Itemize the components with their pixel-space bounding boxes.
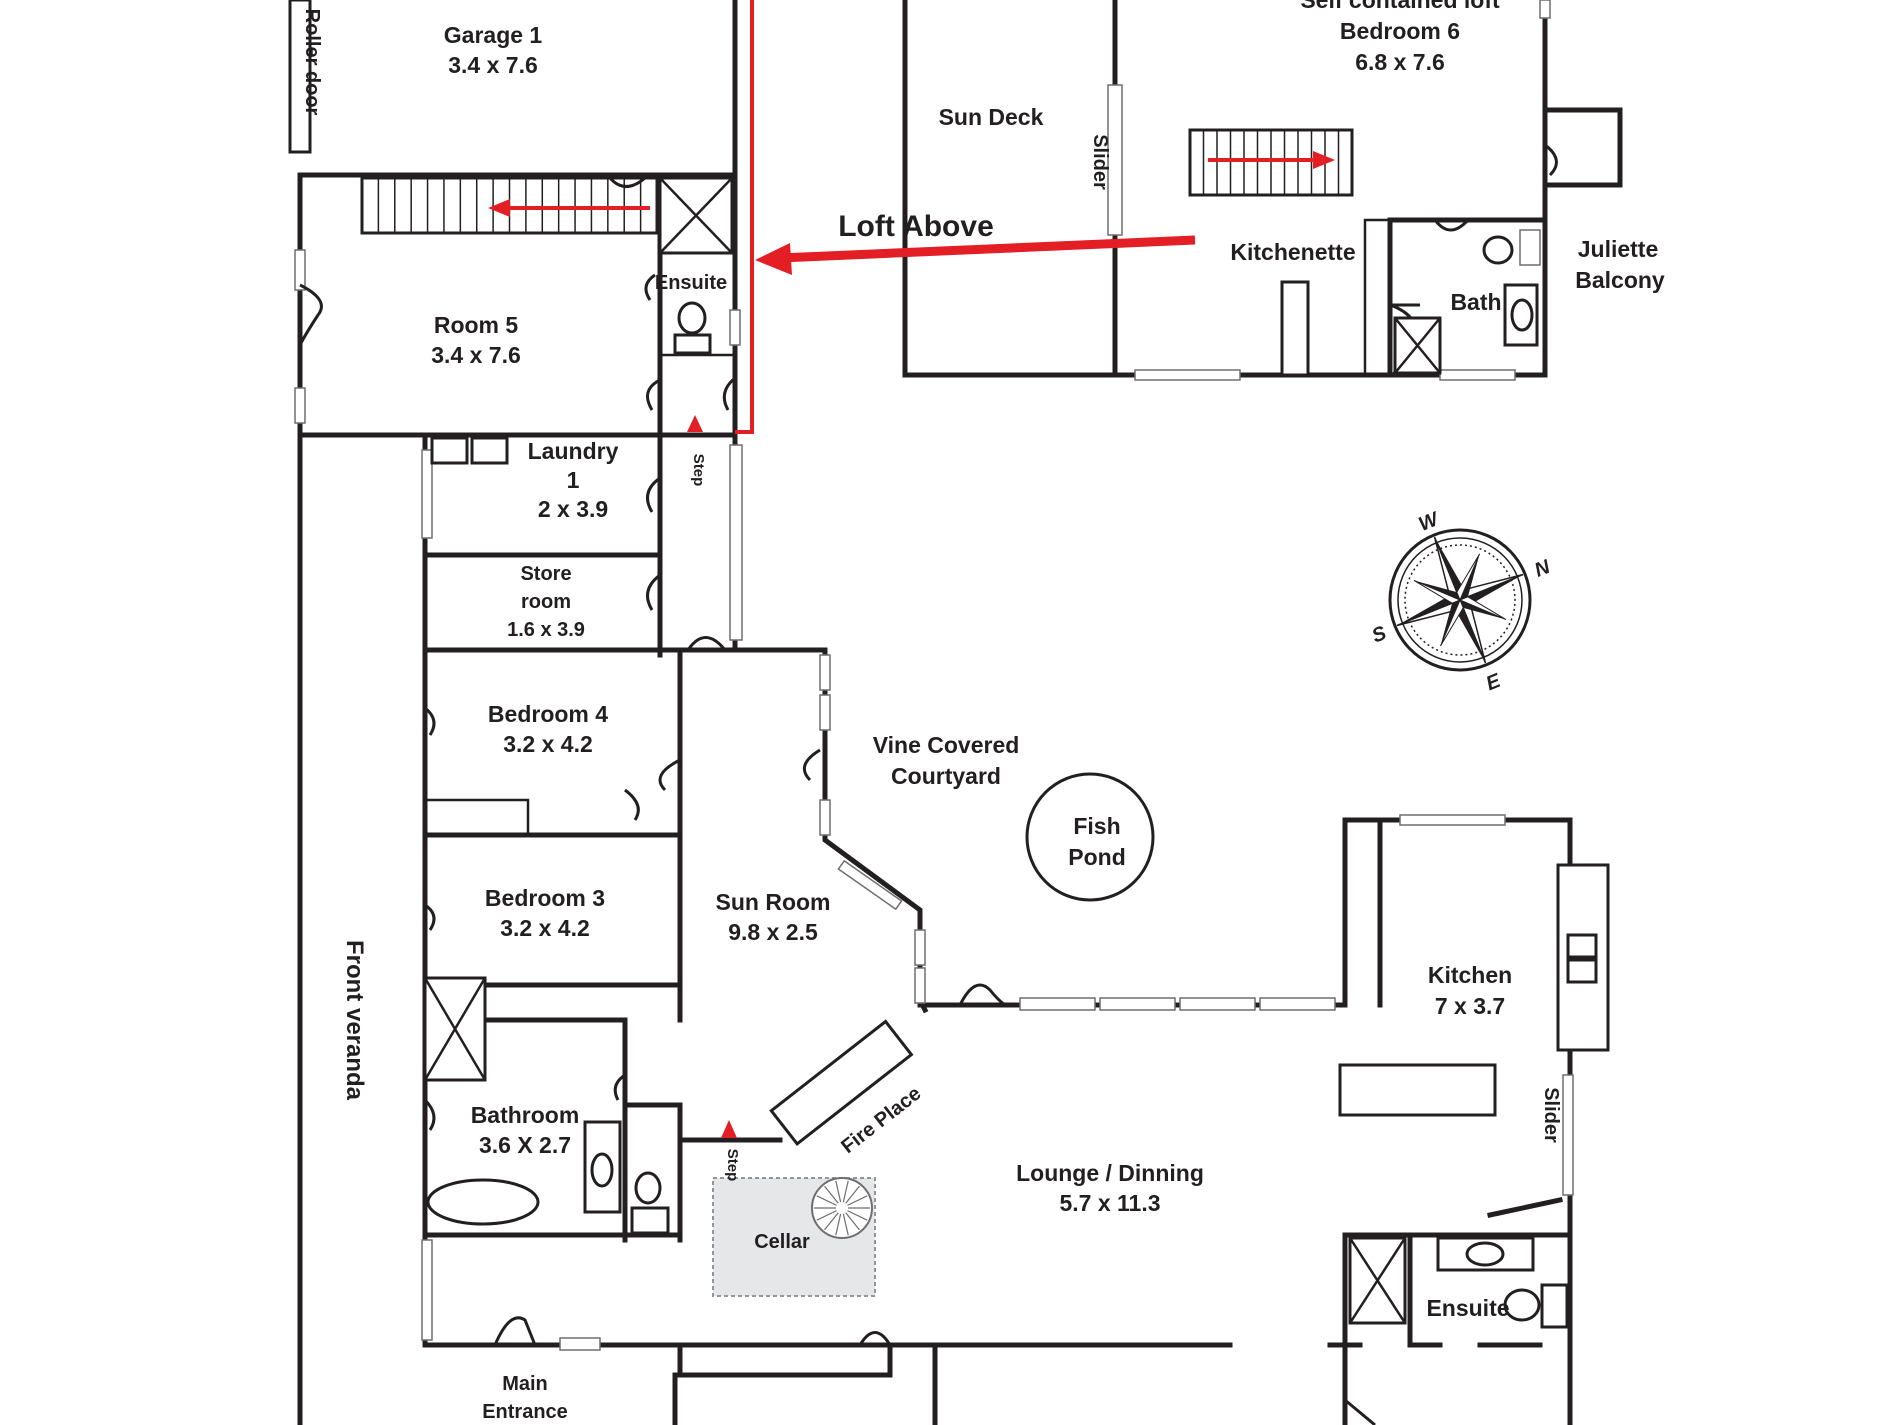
room5-dims: 3.4 x 7.6	[431, 342, 521, 368]
cellar-area	[712, 1177, 876, 1297]
bathroom-dims: 3.6 X 2.7	[479, 1132, 571, 1158]
bedroom3-dims: 3.2 x 4.2	[500, 915, 590, 941]
lounge-dims: 5.7 x 11.3	[1059, 1190, 1160, 1216]
room-labels: Garage 1 3.4 x 7.6 Roller door Room 5 3.…	[301, 0, 1665, 1423]
courtyard-line2: Courtyard	[891, 763, 1001, 789]
step-upper-label: Step	[690, 454, 707, 487]
bedroom4-dims: 3.2 x 4.2	[503, 731, 593, 757]
bedroom6-name: Bedroom 6	[1340, 18, 1460, 44]
spiral-stair-tread	[845, 1212, 860, 1231]
store-dims: 1.6 x 3.9	[507, 619, 585, 641]
sunroom-dims: 9.8 x 2.5	[728, 919, 818, 945]
slider-kitchen-label: Slider	[1540, 1087, 1562, 1143]
front-veranda-label: Front veranda	[341, 940, 368, 1101]
compass-n: N	[1532, 556, 1554, 582]
slider-top-label: Slider	[1089, 134, 1111, 190]
bedroom4-name: Bedroom 4	[488, 701, 608, 727]
spiral-stair-tread	[816, 1210, 837, 1221]
main-entrance-line1: Main	[502, 1373, 548, 1395]
spiral-stair-tread	[842, 1180, 849, 1203]
laundry-name: Laundry	[528, 438, 619, 464]
courtyard-line1: Vine Covered	[873, 732, 1020, 758]
spiral-stair-tread	[847, 1210, 868, 1221]
kitchen-dims: 7 x 3.7	[1435, 993, 1505, 1019]
roller-door-label: Roller door	[301, 9, 323, 116]
laundry-line2: 1	[567, 467, 580, 493]
fishpond-line1: Fish	[1073, 813, 1120, 839]
spiral-stair-tread	[835, 1180, 842, 1203]
loft-arrows	[488, 0, 1335, 1138]
store-line2: room	[521, 591, 571, 613]
spiral-stair-tread	[816, 1195, 837, 1206]
room5-name: Room 5	[434, 312, 519, 338]
sundeck-name: Sun Deck	[939, 104, 1044, 130]
lounge-name: Lounge / Dinning	[1016, 1160, 1204, 1186]
bathroom-name: Bathroom	[471, 1102, 580, 1128]
store-line1: Store	[520, 563, 571, 585]
garage1-name: Garage 1	[444, 22, 543, 48]
spiral-stair-tread	[847, 1195, 868, 1206]
spiral-stair-tread	[824, 1185, 839, 1204]
bedroom3-name: Bedroom 3	[485, 885, 605, 911]
bath-name: Bath	[1450, 289, 1501, 315]
laundry-dims: 2 x 3.9	[538, 496, 608, 522]
main-entrance-line2: Entrance	[482, 1401, 568, 1423]
loft-above-label: Loft Above	[838, 210, 994, 243]
step-lower-label: Step	[724, 1149, 741, 1182]
sunroom-name: Sun Room	[716, 889, 831, 915]
juliette-line2: Balcony	[1575, 267, 1665, 293]
spiral-stair-tread	[835, 1213, 842, 1236]
spiral-stair-tread	[845, 1185, 860, 1204]
ensuite-lower-name: Ensuite	[1426, 1295, 1509, 1321]
cellar-name: Cellar	[754, 1231, 810, 1253]
bedroom6-dims: 6.8 x 7.6	[1355, 49, 1445, 75]
fixtures	[423, 235, 1598, 1329]
juliette-line1: Juliette	[1578, 236, 1659, 262]
spiral-stair-tread	[824, 1212, 839, 1231]
compass-rose: W E N S	[1369, 508, 1554, 696]
fishpond-line2: Pond	[1068, 844, 1126, 870]
compass-e: E	[1483, 670, 1504, 696]
windows	[294, 0, 1574, 1351]
garage1-dims: 3.4 x 7.6	[448, 52, 538, 78]
kitchenette-name: Kitchenette	[1230, 239, 1355, 265]
ensuite-upper-name: Ensuite	[655, 272, 727, 294]
compass-s: S	[1369, 622, 1390, 648]
spiral-stair-tread	[842, 1213, 849, 1236]
kitchen-name: Kitchen	[1428, 962, 1512, 988]
fish-pond-shape	[1025, 772, 1155, 902]
bedroom6-line1: Self contained loft	[1300, 0, 1500, 13]
